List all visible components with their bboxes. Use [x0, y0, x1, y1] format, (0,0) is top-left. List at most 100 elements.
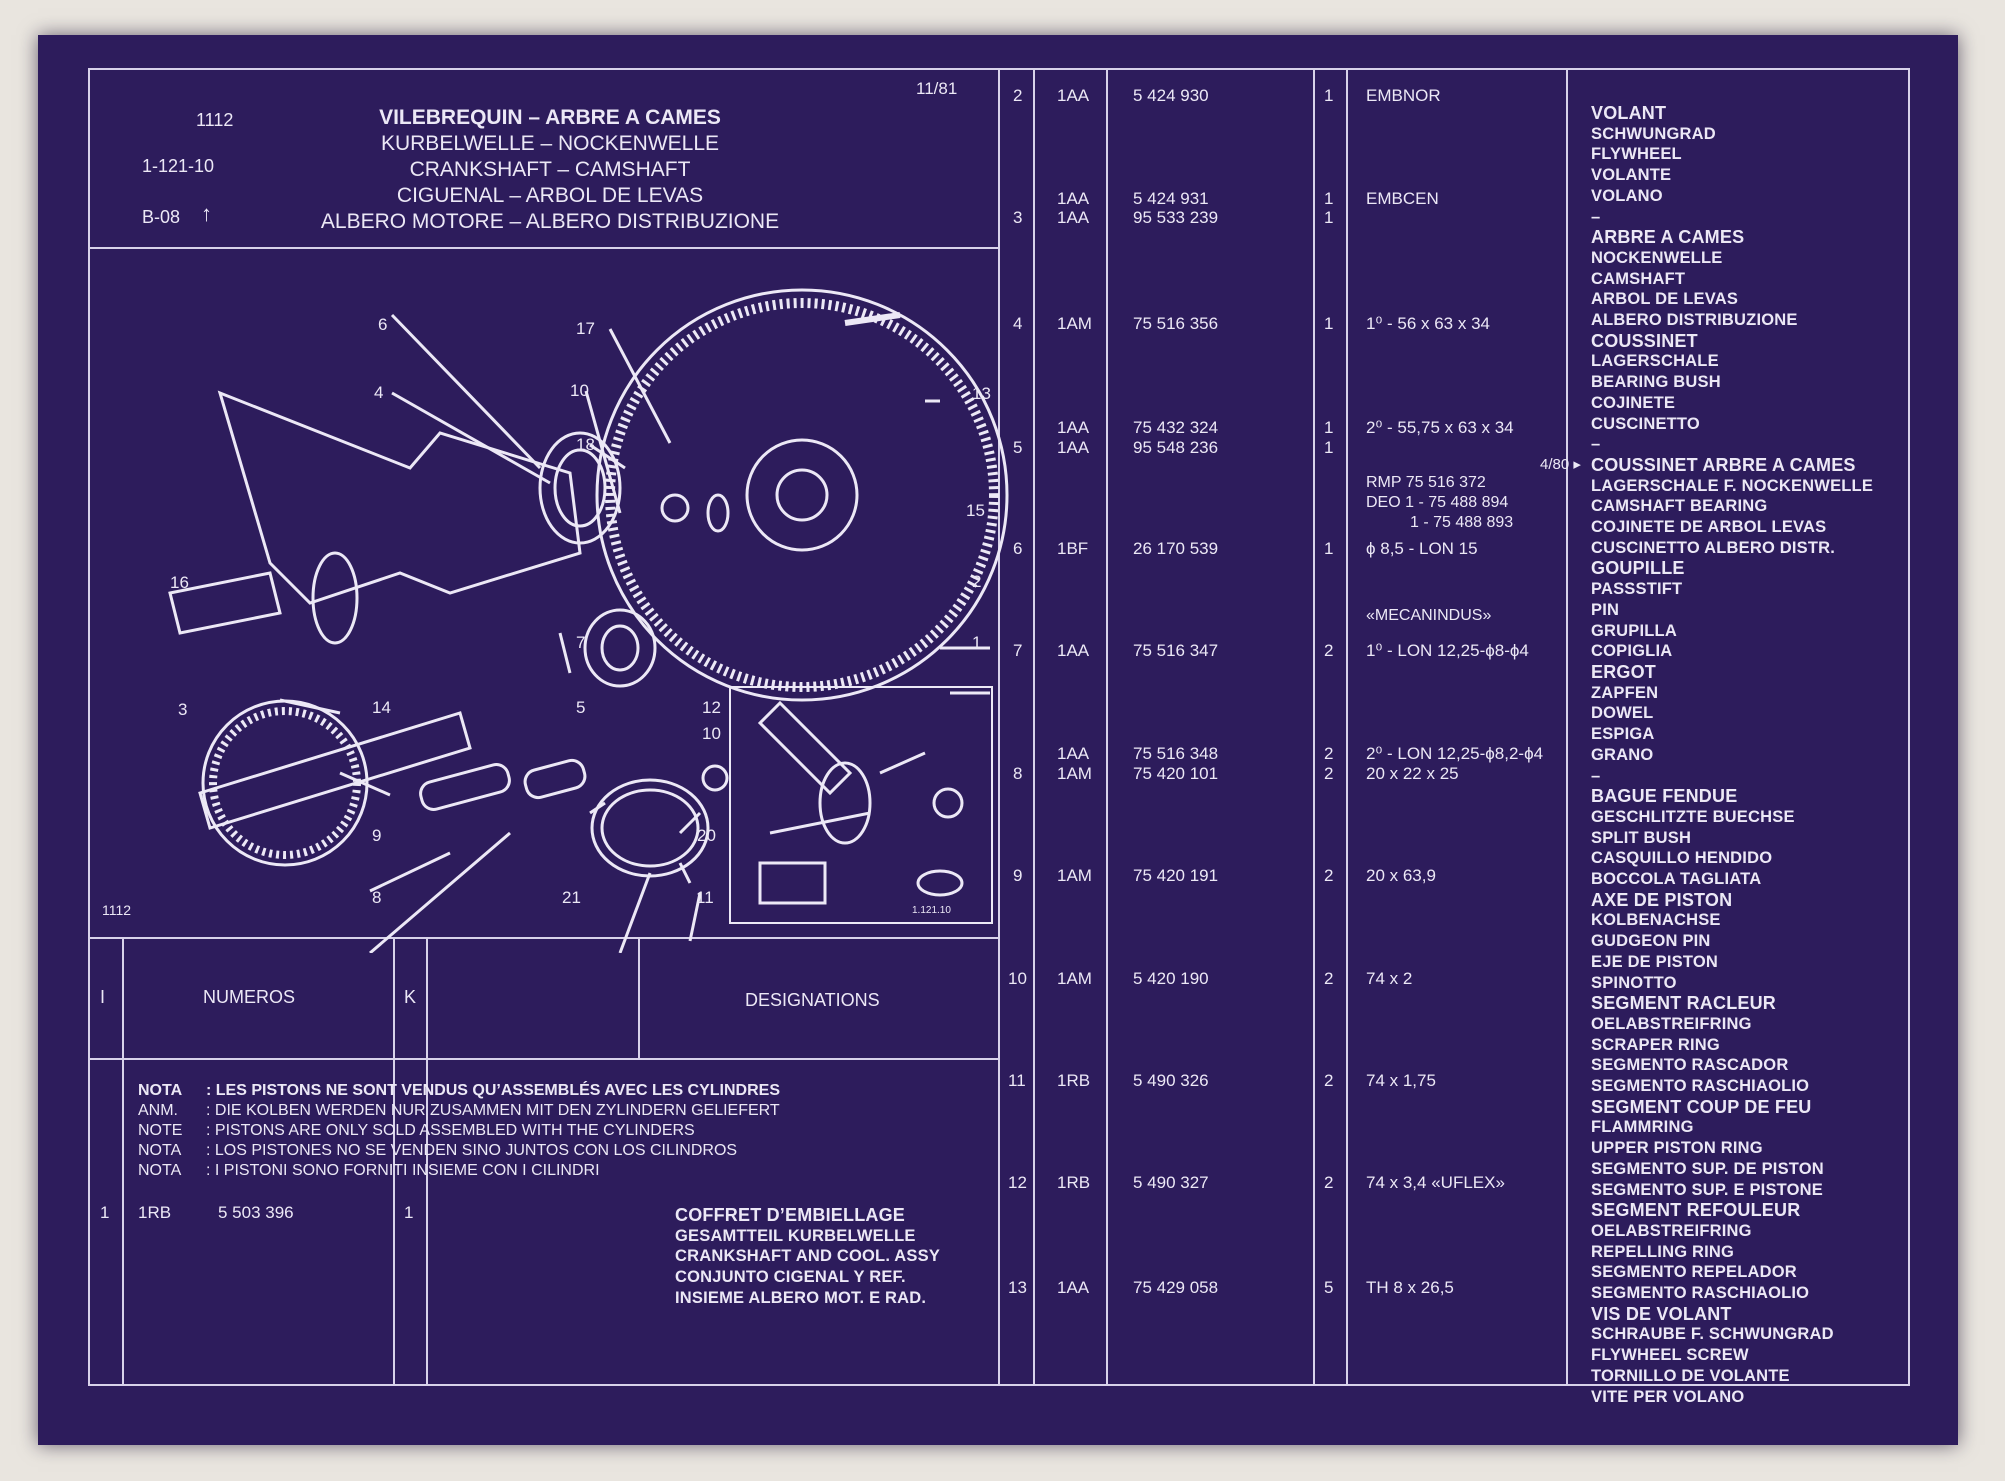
designation-line: SCHWUNGRAD [1591, 124, 1716, 143]
left-item-desc-1: GESAMTTEIL KURBELWELLE [675, 1226, 916, 1245]
col-head-numeros: NUMEROS [203, 987, 296, 1007]
designation-heading: SEGMENT REFOULEUR [1591, 1200, 1801, 1221]
crankshaft-drawing [217, 390, 582, 605]
callout-9: 9 [372, 826, 381, 845]
spec-date-mark: 4/80 ▸ [1540, 456, 1581, 473]
row-item-code: 1AA [1057, 208, 1090, 227]
divider-main [998, 68, 1000, 1386]
row-specification: 20 x 63,9 [1366, 866, 1436, 885]
designation-line: SEGMENTO REPELADOR [1591, 1263, 1797, 1282]
left-item-num: 1 [100, 1203, 110, 1222]
designation-heading: SEGMENT RACLEUR [1591, 993, 1777, 1014]
designation-line: SEGMENTO RASCHIAOLIO [1591, 1284, 1810, 1303]
callout-2: 2 [972, 572, 981, 591]
designation-line: SCHRAUBE F. SCHWUNGRAD [1591, 1325, 1834, 1344]
col-head-designations: DESIGNATIONS [745, 990, 880, 1010]
row-quantity: 2 [1324, 1173, 1334, 1192]
row-part-number: 75 432 324 [1133, 418, 1219, 437]
designation-line: PASSSTIFT [1591, 580, 1683, 599]
designation-line: COJINETE [1591, 393, 1676, 412]
row-item-code: 1AA [1057, 418, 1090, 437]
designation-line: FLYWHEEL SCREW [1591, 1346, 1749, 1365]
callout-1: 1 [972, 633, 981, 652]
row-quantity: 1 [1324, 189, 1334, 208]
row-item-code: 1AM [1057, 314, 1092, 333]
row-part-number: 5 490 326 [1133, 1071, 1209, 1090]
nota-text-de: : DIE KOLBEN WERDEN NUR ZUSAMMEN MIT DEN… [206, 1102, 780, 1119]
nota-text-en: : PISTONS ARE ONLY SOLD ASSEMBLED WITH T… [206, 1122, 695, 1139]
designation-heading: COUSSINET ARBRE A CAMES [1591, 454, 1856, 475]
row-specification: ϕ 8,5 - LON 15 [1366, 539, 1478, 558]
designation-line: TORNILLO DE VOLANTE [1591, 1366, 1790, 1385]
row-quantity: 5 [1324, 1278, 1334, 1297]
row-quantity: 1 [1324, 438, 1334, 457]
row-item-code: 1AA [1057, 641, 1090, 660]
row-item-code: 1AA [1057, 189, 1090, 208]
camshaft-drawing [198, 711, 472, 830]
spec-mecanindus: «MECANINDUS» [1366, 607, 1492, 624]
row-item-number: 4 [1013, 314, 1023, 333]
issue-date: 11/81 [916, 79, 958, 98]
row-item-number: 10 [1008, 969, 1027, 988]
designation-line: DOWEL [1591, 704, 1654, 723]
row-quantity: 1 [1324, 314, 1334, 333]
designation-line: GESCHLITZTE BUECHSE [1591, 807, 1795, 826]
designation-line: NOCKENWELLE [1591, 248, 1723, 267]
callout-4: 4 [374, 383, 383, 402]
designation-line: ALBERO DISTRIBUZIONE [1591, 311, 1798, 330]
sheet-number: B-08 [142, 207, 181, 227]
designation-heading: BAGUE FENDUE [1591, 786, 1738, 807]
designation-line: REPELLING RING [1591, 1242, 1735, 1261]
designation-line: OELABSTREIFRING [1591, 1221, 1752, 1240]
callout-8: 8 [372, 888, 381, 907]
row-item-number: 13 [1008, 1278, 1027, 1297]
designation-line: GUDGEON PIN [1591, 932, 1711, 951]
designation-line: – [1591, 766, 1601, 785]
designation-line: VITE PER VOLANO [1591, 1387, 1745, 1406]
designation-heading: AXE DE PISTON [1591, 889, 1733, 910]
row-part-number: 5 424 930 [1133, 86, 1209, 105]
col-head-k: K [404, 987, 417, 1007]
callout-15: 15 [966, 501, 985, 520]
designation-line: COPIGLIA [1591, 642, 1673, 661]
row-item-code: 1AA [1057, 744, 1090, 763]
row-quantity: 1 [1324, 86, 1334, 105]
arrow-up-icon: ↑ [201, 201, 212, 226]
designation-line: ARBOL DE LEVAS [1591, 290, 1739, 309]
designation-line: FLYWHEEL [1591, 145, 1682, 164]
divider-left-num [393, 937, 395, 1386]
designation-line: SPLIT BUSH [1591, 828, 1692, 847]
designation-line: CUSCINETTO [1591, 414, 1700, 433]
designation-heading: GOUPILLE [1591, 558, 1685, 579]
designation-line: GRUPILLA [1591, 621, 1677, 640]
row-part-number: 75 516 356 [1133, 314, 1219, 333]
row-item-number: 5 [1013, 438, 1023, 457]
row-specification: 2⁰ - LON 12,25-ϕ8,2-ϕ4 [1366, 744, 1544, 763]
designation-line: PIN [1591, 600, 1620, 619]
row-part-number: 75 420 101 [1133, 764, 1219, 783]
col-head-i: I [100, 987, 106, 1007]
row-part-number: 95 548 236 [1133, 438, 1219, 457]
title-es: CIGUENAL – ARBOL DE LEVAS [396, 184, 704, 207]
designation-line: GRANO [1591, 745, 1654, 764]
row-item-number: 2 [1013, 86, 1023, 105]
nota-key-fr: NOTA [138, 1082, 183, 1099]
designation-heading: SEGMENT COUP DE FEU [1591, 1096, 1812, 1117]
callout-14: 14 [372, 698, 391, 717]
left-item-part: 5 503 396 [218, 1203, 294, 1222]
row-specification: EMBNOR [1366, 86, 1441, 105]
row-item-code: 1AM [1057, 764, 1092, 783]
row-quantity: 2 [1324, 969, 1334, 988]
exploded-view-illustration: 6 4 17 10 18 13 15 2 1 16 7 3 14 5 12 10… [168, 288, 1009, 953]
callout-6: 6 [378, 315, 387, 334]
nota-text-es: : LOS PISTONES NO SE VENDEN SINO JUNTOS … [206, 1142, 738, 1159]
callout-11: 11 [696, 888, 714, 907]
left-item-desc-4: INSIEME ALBERO MOT. E RAD. [675, 1288, 927, 1307]
row-part-number: 26 170 539 [1133, 539, 1219, 558]
designation-line: EJE DE PISTON [1591, 952, 1719, 971]
title-fr: VILEBREQUIN – ARBRE A CAMES [379, 106, 721, 129]
row-part-number: 75 429 058 [1133, 1278, 1219, 1297]
divider-left-desig [638, 937, 640, 1058]
callout-7: 7 [576, 633, 585, 652]
row-specification: 20 x 22 x 25 [1366, 764, 1459, 783]
